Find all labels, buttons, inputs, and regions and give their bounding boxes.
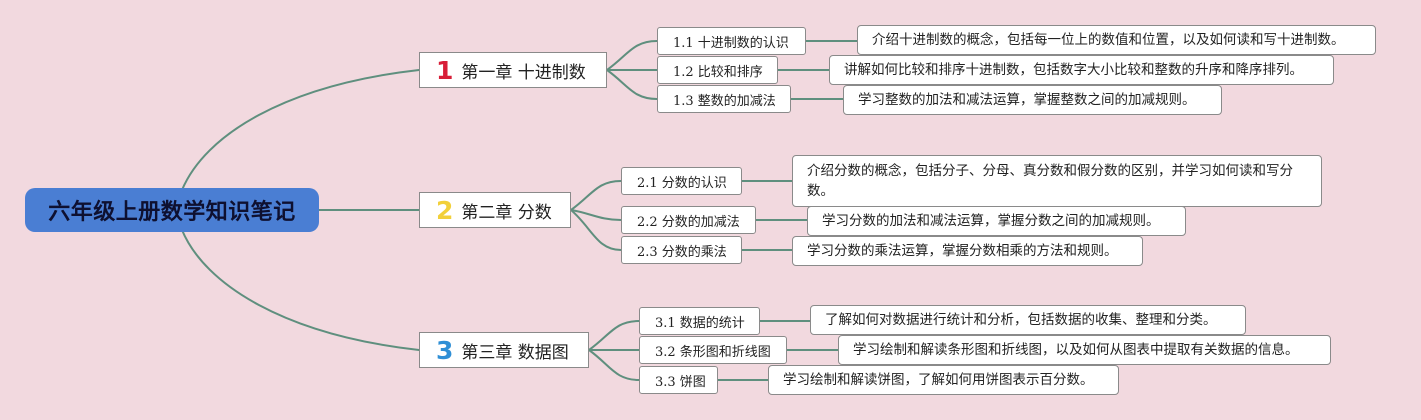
chapter-1-branch-1 xyxy=(606,40,658,71)
section-3-2-description[interactable]: 学习绘制和解读条形图和折线图，以及如何从图表中提取有关数据的信息。 xyxy=(838,335,1331,365)
mindmap-root-title[interactable]: 六年级上册数学知识笔记 xyxy=(25,188,319,232)
section-1-2-node[interactable]: 1.2 比较和排序 xyxy=(657,56,778,84)
chapter-2-branch-1 xyxy=(570,180,622,211)
section-2-2-node[interactable]: 2.2 分数的加减法 xyxy=(621,206,756,234)
chapter-3-branch-3 xyxy=(588,349,640,381)
chapter-1-node[interactable]: 1 第一章 十进制数 xyxy=(419,52,607,88)
section-3-2-node[interactable]: 3.2 条形图和折线图 xyxy=(639,336,787,364)
number-one-icon: 1 xyxy=(436,55,454,85)
section-1-2-description[interactable]: 讲解如何比较和排序十进制数，包括数字大小比较和整数的升序和降序排列。 xyxy=(829,55,1334,85)
section-2-1-description[interactable]: 介绍分数的概念，包括分子、分母、真分数和假分数的区别，并学习如何读和写分数。 xyxy=(792,155,1322,207)
section-3-3-description[interactable]: 学习绘制和解读饼图，了解如何用饼图表示百分数。 xyxy=(768,365,1119,395)
number-three-icon: 3 xyxy=(436,335,454,365)
section-1-3-node[interactable]: 1.3 整数的加减法 xyxy=(657,85,791,113)
root-to-chapter-1-line xyxy=(181,69,420,191)
section-3-1-description[interactable]: 了解如何对数据进行统计和分析，包括数据的收集、整理和分类。 xyxy=(810,305,1246,335)
root-to-chapter-3-line xyxy=(181,229,420,351)
chapter-2-branch-3 xyxy=(570,209,622,251)
section-1-3-description[interactable]: 学习整数的加法和减法运算，掌握整数之间的加减规则。 xyxy=(843,85,1222,115)
section-2-3-description[interactable]: 学习分数的乘法运算，掌握分数相乘的方法和规则。 xyxy=(792,236,1143,266)
chapter-2-label: 第二章 分数 xyxy=(461,202,552,223)
section-2-1-node[interactable]: 2.1 分数的认识 xyxy=(621,167,742,195)
chapter-1-branch-3 xyxy=(606,69,658,100)
chapter-1-label: 第一章 十进制数 xyxy=(461,62,586,83)
section-3-1-node[interactable]: 3.1 数据的统计 xyxy=(639,307,760,335)
chapter-2-branch-2 xyxy=(570,209,622,221)
section-1-1-node[interactable]: 1.1 十进制数的认识 xyxy=(657,27,806,55)
section-2-3-node[interactable]: 2.3 分数的乘法 xyxy=(621,236,742,264)
chapter-3-node[interactable]: 3 第三章 数据图 xyxy=(419,332,589,368)
section-2-2-description[interactable]: 学习分数的加法和减法运算，掌握分数之间的加减规则。 xyxy=(807,206,1186,236)
number-two-icon: 2 xyxy=(436,195,454,225)
section-1-1-description[interactable]: 介绍十进制数的概念，包括每一位上的数值和位置，以及如何读和写十进制数。 xyxy=(857,25,1376,55)
section-3-3-node[interactable]: 3.3 饼图 xyxy=(639,366,718,394)
chapter-3-branch-1 xyxy=(588,320,640,351)
chapter-3-label: 第三章 数据图 xyxy=(461,342,569,363)
chapter-2-node[interactable]: 2 第二章 分数 xyxy=(419,192,571,228)
